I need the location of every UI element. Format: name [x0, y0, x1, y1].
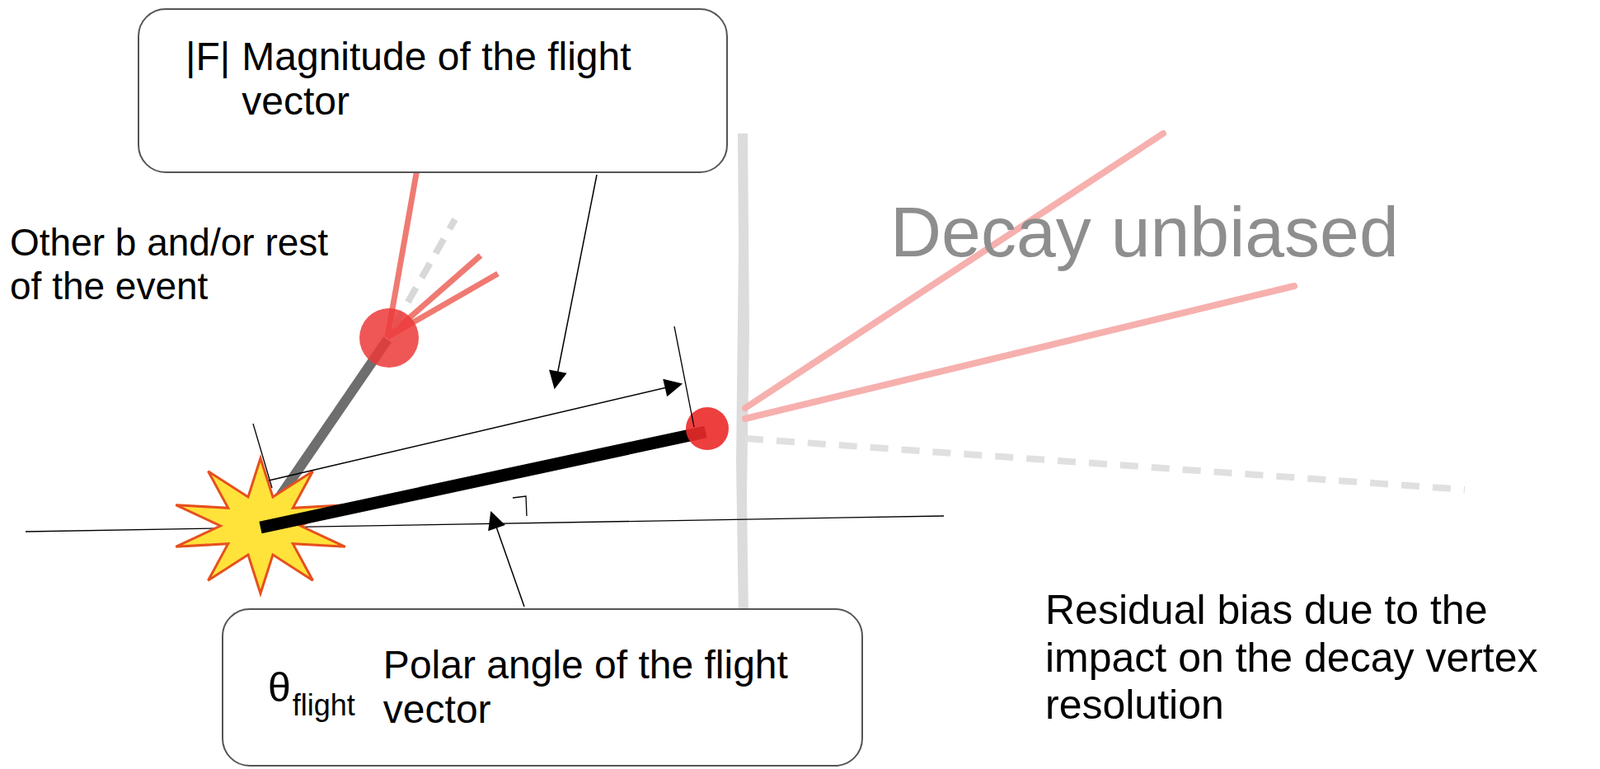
neutral-track: [745, 438, 1465, 490]
reference-line: [25, 516, 944, 532]
extension-line: [253, 423, 273, 488]
symbol: θ: [267, 664, 291, 711]
leader-line: [491, 512, 525, 607]
description: Polar angle of the flight vector: [383, 642, 829, 732]
leader-line: [554, 174, 597, 388]
annotation: Other b and/or rest of the event: [9, 220, 340, 309]
flight-vector: [260, 431, 706, 528]
other-b-vertex: [359, 308, 419, 368]
other-b-neutral: [394, 219, 456, 327]
subscript: flight: [292, 689, 356, 723]
extension-line: [674, 326, 695, 427]
callout-box: θflight Polar angle of the flight vector: [221, 608, 864, 767]
description: Magnitude of the flight vector: [241, 34, 704, 124]
callout-box: |F|Magnitude of the flight vector: [137, 8, 728, 174]
symbol-group: θflight: [267, 664, 356, 711]
dimension-arrow: [268, 384, 681, 481]
watermark-label: Decay unbiased: [890, 191, 1567, 273]
decay-track: [745, 286, 1295, 419]
symbol: |F|: [185, 34, 230, 80]
angle-mark: [512, 496, 527, 517]
note: Residual bias due to the impact on the d…: [1045, 586, 1557, 730]
detector-band: [736, 133, 750, 619]
decay-vertex: [685, 407, 729, 451]
